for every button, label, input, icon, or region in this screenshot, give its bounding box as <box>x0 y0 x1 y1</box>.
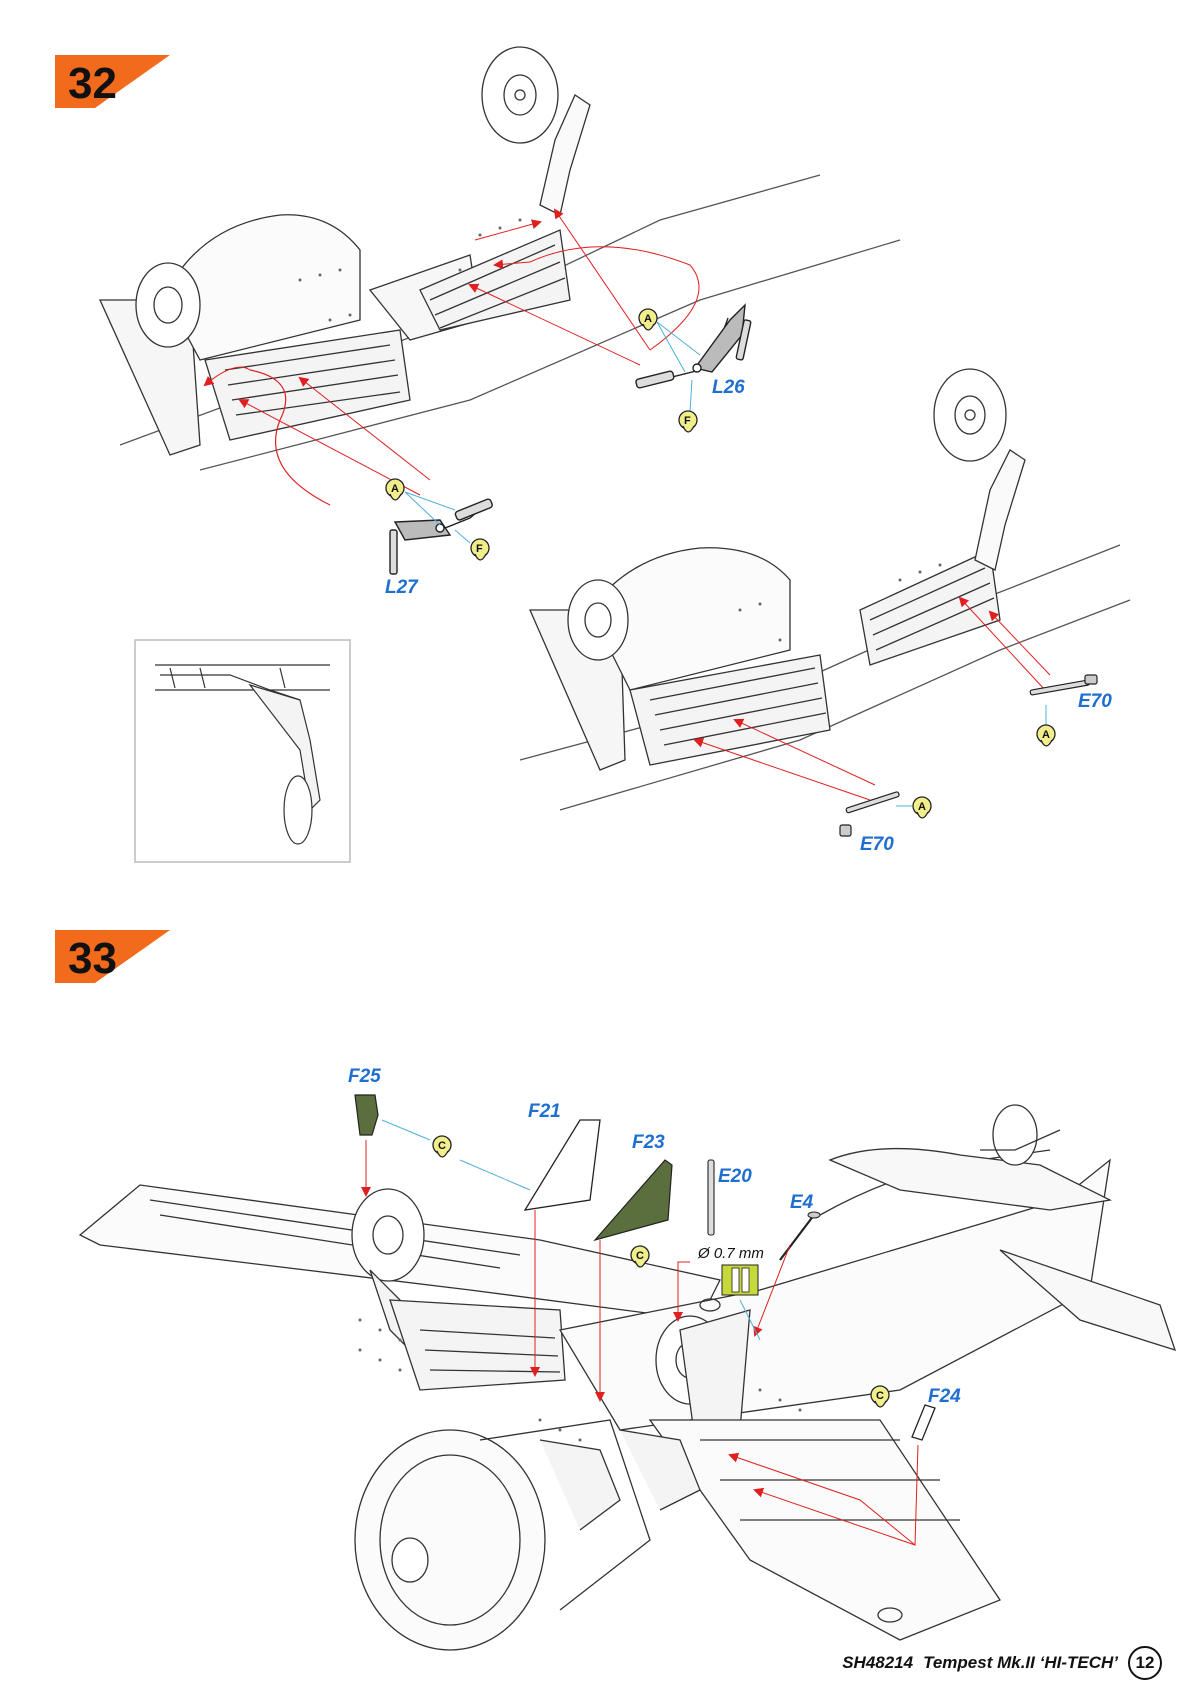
label-e4: E4 <box>790 1192 814 1213</box>
svg-text:A: A <box>918 801 926 813</box>
e4-red-arrow <box>753 1244 791 1337</box>
step-33-badge: 33 <box>55 930 170 983</box>
label-f24: F24 <box>928 1386 961 1407</box>
marker-c-adhesive-icon: C <box>432 1135 452 1158</box>
marker-c-adhesive-icon: C <box>870 1385 890 1408</box>
svg-text:A: A <box>644 313 652 325</box>
part-f24-door-panel <box>911 1404 936 1441</box>
svg-text:F: F <box>476 543 483 555</box>
page-footer: SH48214 Tempest Mk.II ‘HI-TECH’ 12 <box>842 1646 1162 1680</box>
e20-red-arrow <box>673 1261 690 1322</box>
label-e70-upper: E70 <box>1078 691 1112 712</box>
f24-red-placement-lines <box>728 1444 919 1547</box>
step-32-left-assembly-drawing <box>98 46 901 471</box>
marker-a-adhesive-icon: A <box>385 478 405 501</box>
part-e70-pin-upper <box>1029 674 1098 696</box>
label-l27: L27 <box>385 577 419 598</box>
step-33-aircraft-drawing <box>78 1104 1177 1651</box>
part-e70-pin-lower <box>839 791 900 837</box>
kit-title: Tempest Mk.II ‘HI-TECH’ <box>923 1653 1118 1672</box>
label-e20: E20 <box>718 1166 752 1187</box>
label-f21: F21 <box>528 1101 561 1122</box>
label-l26: L26 <box>712 377 745 398</box>
part-l27-retraction-strut <box>389 498 493 575</box>
wire-diameter-note: Ø 0.7 mm <box>697 1245 764 1262</box>
step-32-e70-placement-lines <box>693 596 1051 801</box>
part-e20-rod <box>707 1159 715 1236</box>
step-32-right-cyan-lines <box>656 321 701 413</box>
svg-text:C: C <box>438 1140 446 1152</box>
e4-cyan-line <box>739 1299 761 1341</box>
step-32-right-assembly-drawing <box>519 368 1131 811</box>
part-l26-retraction-strut <box>635 303 752 389</box>
marker-a-adhesive-icon: A <box>912 796 932 819</box>
svg-text:F: F <box>684 415 691 427</box>
f25-cyan-line <box>381 1119 431 1141</box>
marker-f-adhesive-icon: F <box>678 410 698 433</box>
svg-text:C: C <box>876 1390 884 1402</box>
marker-c-adhesive-icon: C <box>630 1245 650 1268</box>
step-32-number: 32 <box>68 59 117 108</box>
step-32-left-cyan-lines <box>404 491 471 544</box>
svg-text:A: A <box>391 483 399 495</box>
part-f23-gear-door <box>593 1159 673 1242</box>
step-32-badge: 32 <box>55 55 170 108</box>
marker-f-adhesive-icon: F <box>470 538 490 561</box>
step-32-left-placement-lines <box>203 208 700 506</box>
part-f25-gear-door-piece <box>354 1094 379 1136</box>
step-33-number: 33 <box>68 934 117 983</box>
svg-text:A: A <box>1042 729 1050 741</box>
part-e4-antenna <box>779 1211 821 1261</box>
marker-a-adhesive-icon: A <box>1036 724 1056 747</box>
label-e70-lower: E70 <box>860 834 894 855</box>
gear-detail-inset <box>134 639 351 863</box>
drill-hole-icon <box>721 1264 759 1296</box>
svg-text:C: C <box>636 1250 644 1262</box>
kit-code: SH48214 <box>842 1653 914 1672</box>
page-number: 12 <box>1128 1646 1162 1680</box>
f21-cyan-line <box>459 1159 531 1191</box>
marker-a-adhesive-icon: A <box>638 308 658 331</box>
label-f23: F23 <box>632 1132 665 1153</box>
part-f21-gear-door <box>523 1119 601 1211</box>
label-f25: F25 <box>348 1066 381 1087</box>
